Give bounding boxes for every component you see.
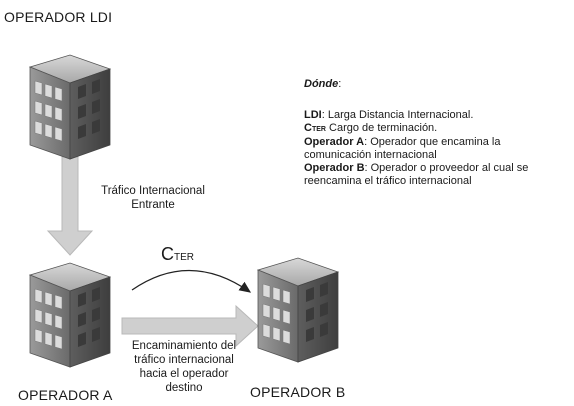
operador-ldi-label: OPERADOR LDI	[4, 9, 113, 25]
legend-cter-def: Cargo de terminación.	[325, 122, 438, 134]
legend-ldi-row: LDI: Larga Distancia Internacional.	[304, 109, 572, 122]
legend-opa-def-2: comunicación internacional	[304, 149, 437, 161]
cter-sub-text: TER	[174, 252, 194, 263]
legend-body: LDI: Larga Distancia Internacional. CTER…	[304, 109, 572, 188]
operador-a-building-icon	[28, 262, 112, 368]
legend-opa-row: Operador A: Operador que encamina la	[304, 136, 572, 149]
legend-opb-row-2: reencamina el tráfico internacional	[304, 175, 572, 188]
routing-label: Encaminamiento del tráfico internacional…	[118, 339, 250, 395]
cter-main-text: C	[161, 244, 174, 264]
legend-opa-def-1: : Operador que encamina la	[364, 136, 501, 148]
legend-ldi-term: LDI	[304, 109, 322, 121]
incoming-traffic-line-1: Tráfico Internacional	[101, 185, 205, 197]
routing-line-2: tráfico internacional	[134, 354, 234, 366]
incoming-traffic-label: Tráfico Internacional Entrante	[88, 184, 218, 212]
operador-ldi-building-icon	[28, 54, 112, 160]
legend-ldi-def: : Larga Distancia Internacional.	[321, 109, 474, 121]
legend-heading-colon: :	[338, 78, 342, 90]
routing-line-4: destino	[165, 382, 203, 394]
operador-b-label: OPERADOR B	[250, 384, 346, 400]
legend-opa-row-2: comunicación internacional	[304, 149, 572, 162]
incoming-traffic-arrow	[46, 156, 94, 256]
legend-heading-text: Dónde	[304, 78, 339, 90]
routing-arrow	[121, 304, 259, 348]
cter-arrow-label: CTER	[161, 244, 194, 265]
legend-opb-def-1: : Operador o proveedor al cual se	[364, 162, 529, 174]
legend-heading: Dónde:	[304, 78, 341, 91]
operador-b-building-icon	[256, 257, 340, 363]
legend-opb-term: Operador B	[304, 162, 365, 174]
routing-line-1: Encaminamiento del	[131, 340, 237, 352]
legend-opa-term: Operador A	[304, 136, 365, 148]
legend-cter-term: C	[304, 122, 312, 134]
incoming-traffic-line-2: Entrante	[131, 199, 175, 211]
legend-cter-sub: TER	[311, 126, 326, 133]
routing-line-3: hacia el operador	[139, 368, 229, 380]
legend-opb-def-2: reencamina el tráfico internacional	[304, 175, 472, 187]
legend-cter-row: CTER Cargo de terminación.	[304, 122, 572, 136]
cter-curve-arrow	[131, 269, 252, 293]
legend-opb-row: Operador B: Operador o proveedor al cual…	[304, 162, 572, 175]
operador-a-label: OPERADOR A	[18, 387, 113, 403]
